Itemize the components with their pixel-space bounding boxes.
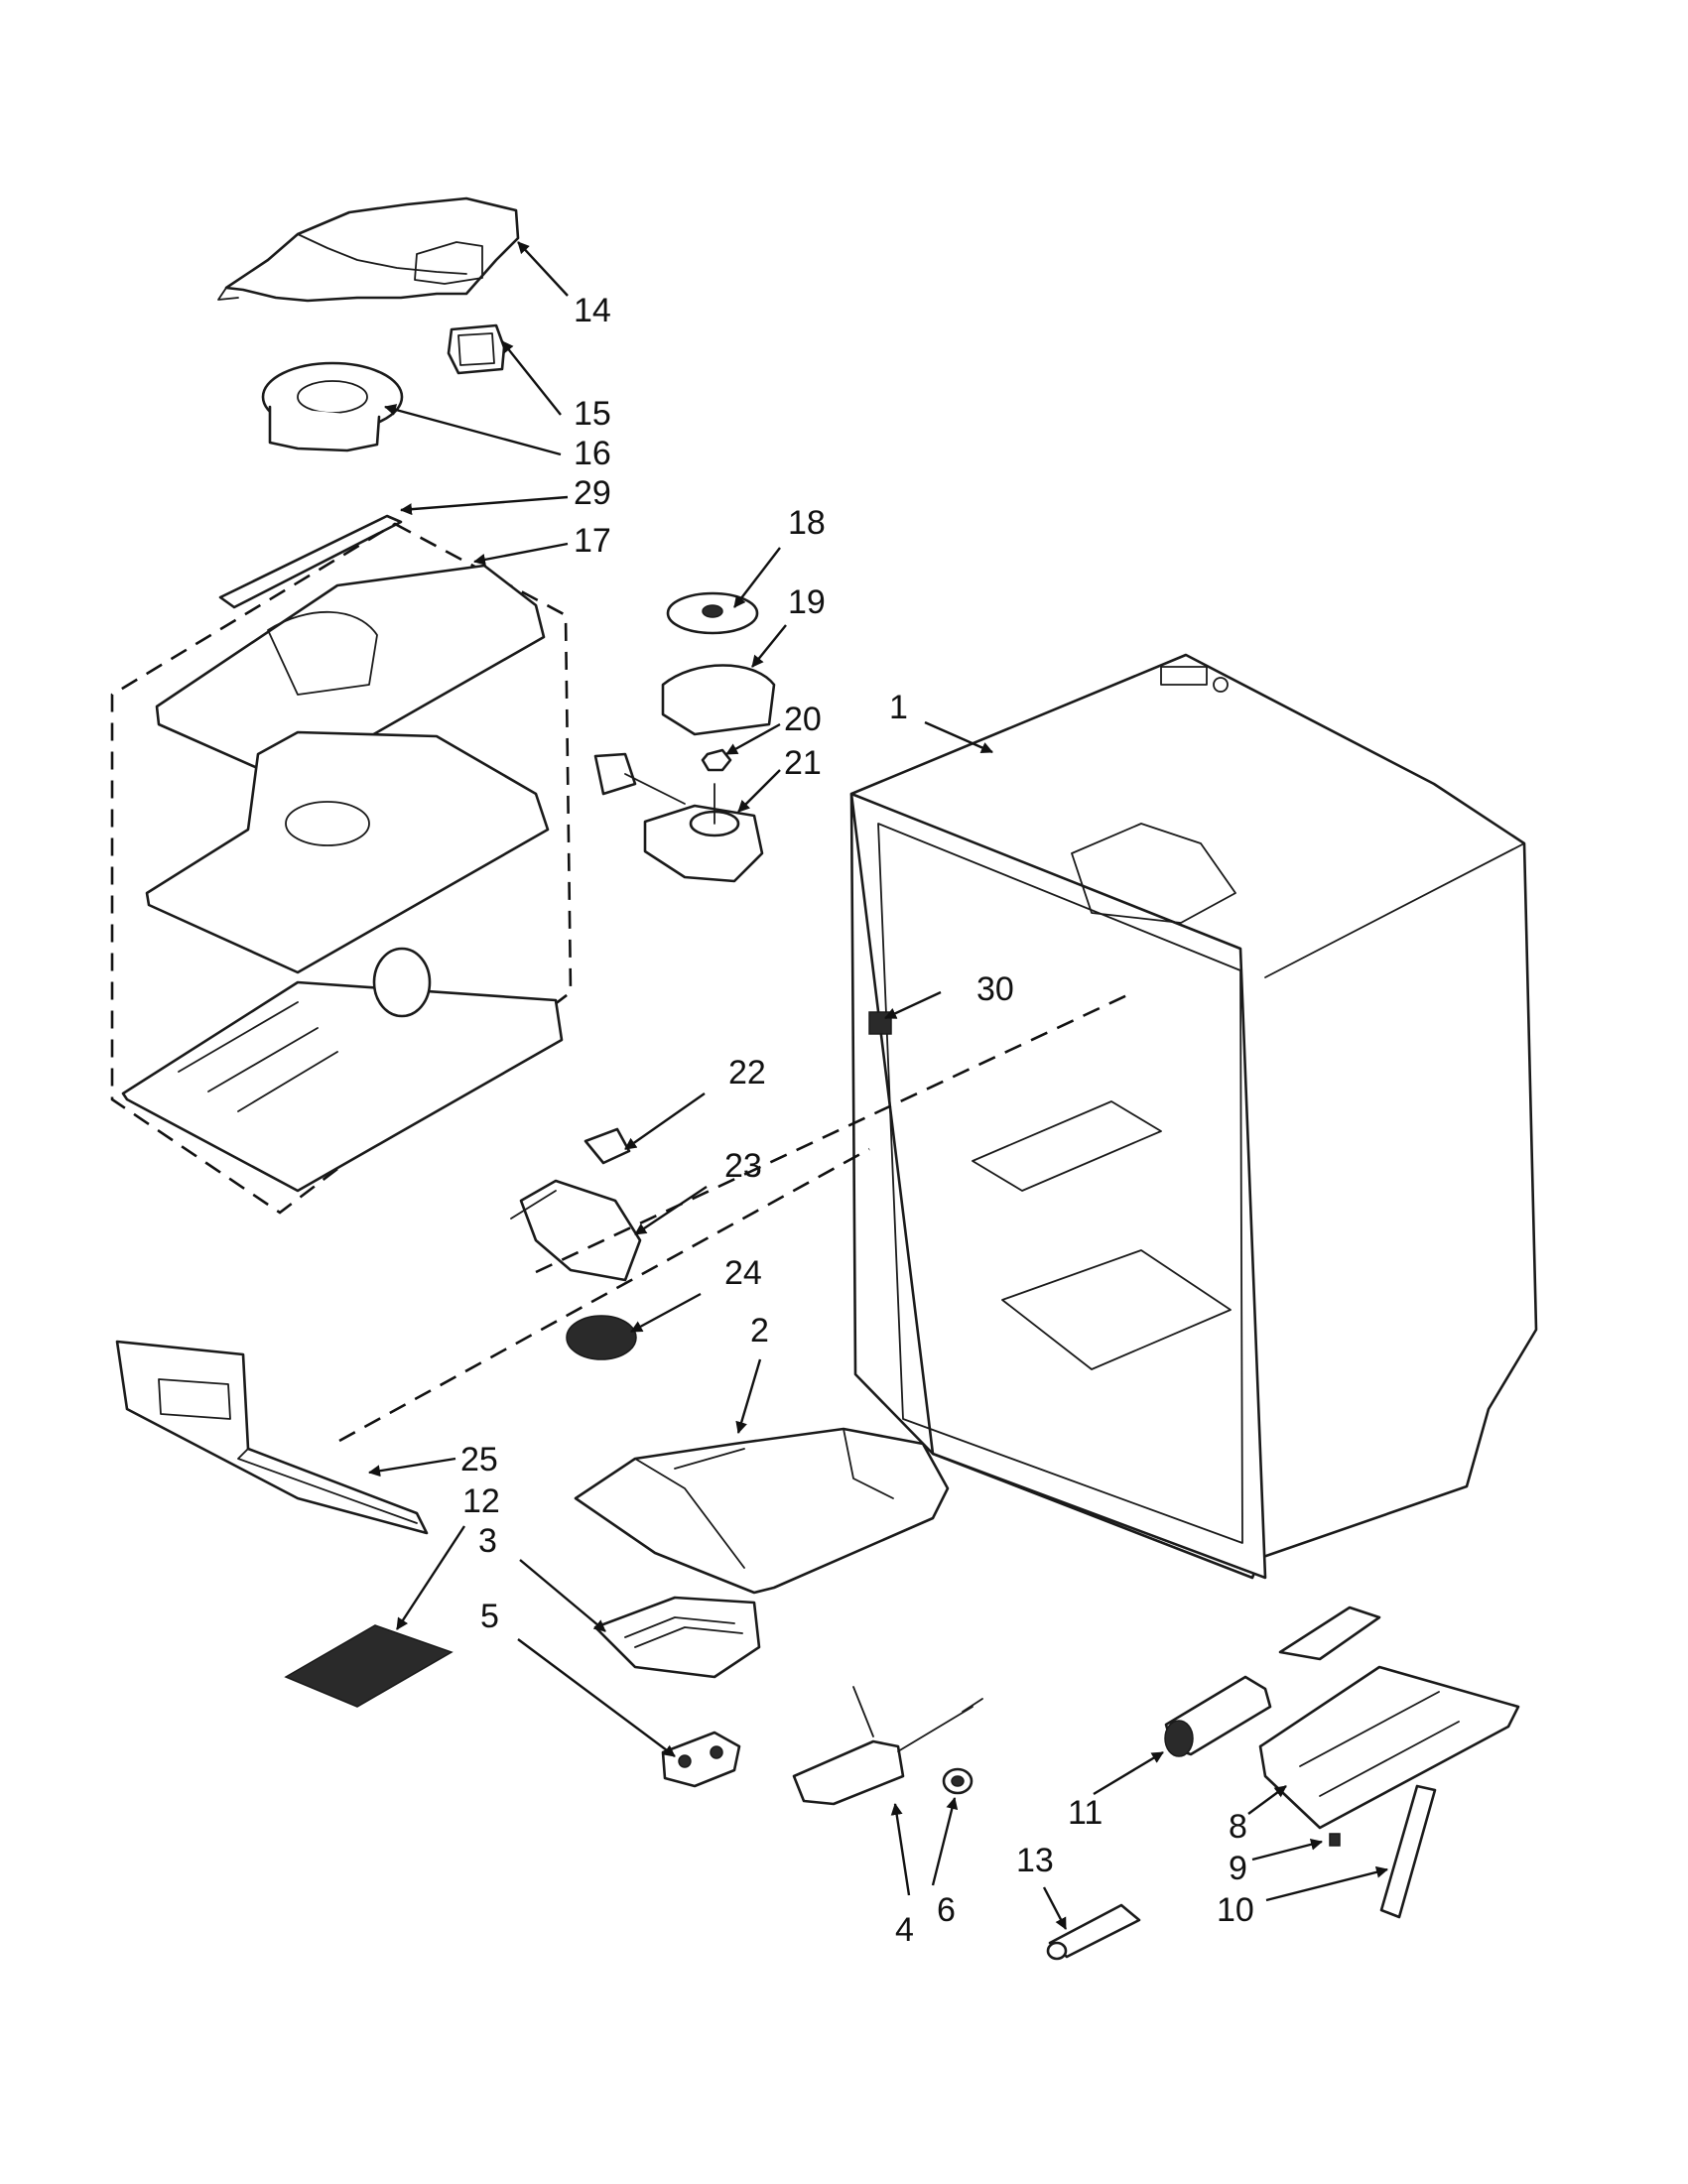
part-8-filter-housing	[1258, 1606, 1520, 1830]
part-3-grid-tray	[593, 1596, 761, 1679]
part-14-duct-cover	[217, 196, 520, 303]
part-17-assembly	[110, 522, 573, 1215]
part-25-control-panel	[115, 1340, 429, 1535]
callout-14: 14	[574, 292, 611, 329]
part-30-sensor	[868, 1011, 892, 1035]
part-1-liner	[849, 653, 1538, 1580]
callout-labels: 14 15 16 29 17 18 19 20 21 1 30 22 23 24…	[460, 292, 1254, 1949]
part-20-nut	[701, 748, 732, 772]
part-9-clip	[1329, 1833, 1341, 1847]
callout-4: 4	[895, 1911, 914, 1949]
callout-25: 25	[460, 1441, 498, 1478]
callout-20: 20	[784, 701, 822, 738]
part-24-filter-disc	[566, 1315, 637, 1360]
part-29-foam-strip	[218, 514, 403, 609]
callout-13: 13	[1016, 1842, 1054, 1879]
part-21-fan-motor	[593, 752, 764, 883]
callout-10: 10	[1217, 1891, 1254, 1929]
part-15-housing	[447, 323, 506, 375]
callout-9: 9	[1229, 1850, 1247, 1887]
callout-2: 2	[750, 1312, 769, 1349]
callout-19: 19	[788, 583, 826, 621]
part-16-fan-shroud	[261, 361, 404, 452]
part-13-fitting	[1046, 1903, 1141, 1961]
part-5-water-valve	[661, 1731, 741, 1788]
callout-5: 5	[480, 1598, 499, 1635]
part-19-motor-bracket	[661, 664, 776, 736]
callout-16: 16	[574, 435, 611, 472]
callout-30: 30	[976, 970, 1014, 1008]
callout-15: 15	[574, 395, 611, 433]
callout-17: 17	[574, 522, 611, 560]
callout-21: 21	[784, 744, 822, 782]
part-22-light-housing	[584, 1127, 631, 1165]
callout-18: 18	[788, 504, 826, 542]
part-2-ice-maker	[574, 1427, 950, 1595]
part-23-light-assembly	[510, 1179, 642, 1282]
dashed-alignment-lines	[338, 992, 1130, 1443]
callout-12: 12	[462, 1482, 500, 1520]
part-18-fan-blade	[666, 591, 759, 635]
part-12-filter-mesh	[284, 1624, 454, 1708]
part-10-filter-door	[1379, 1784, 1437, 1919]
part-4-heater	[792, 1686, 983, 1806]
callout-22: 22	[728, 1054, 766, 1092]
callout-11: 11	[1068, 1794, 1103, 1832]
leader-lines	[368, 241, 1388, 1930]
callout-23: 23	[724, 1147, 762, 1185]
callout-24: 24	[724, 1254, 762, 1292]
callout-1: 1	[889, 689, 908, 726]
callout-6: 6	[937, 1891, 956, 1929]
callout-3: 3	[478, 1522, 497, 1560]
callout-29: 29	[574, 474, 611, 512]
callout-8: 8	[1229, 1808, 1247, 1846]
part-6-grommet	[942, 1767, 974, 1795]
part-11-water-filter	[1164, 1675, 1272, 1757]
